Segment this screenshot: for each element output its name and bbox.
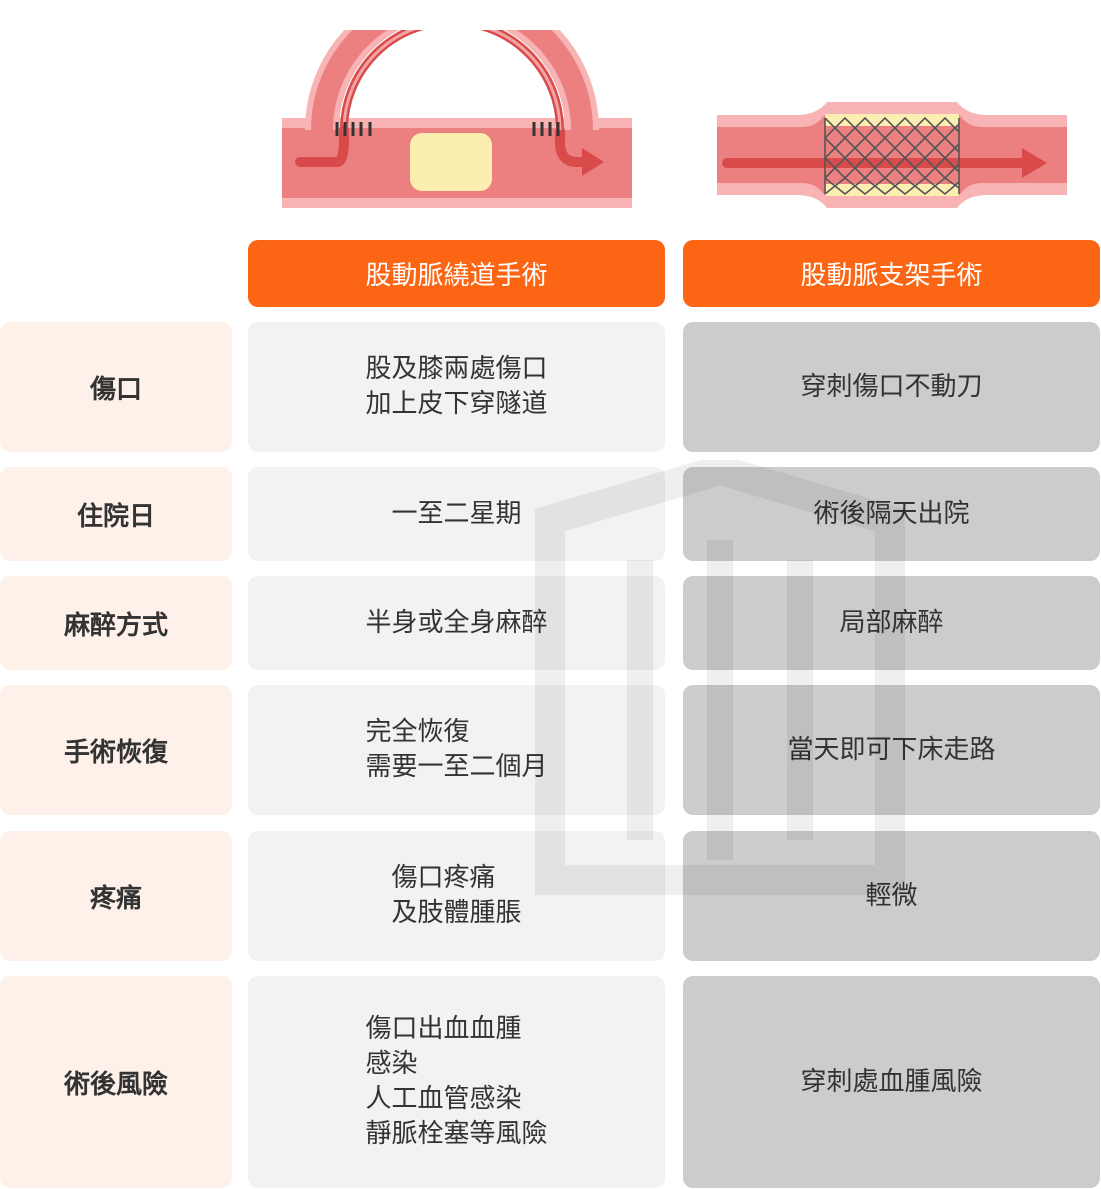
cell-stent: 局部麻醉	[683, 576, 1100, 670]
cell-text-line: 完全恢復	[365, 717, 470, 747]
cell-bypass: 傷口疼痛及肢體腫脹	[248, 831, 665, 961]
cell-bypass: 傷口出血血腫感染人工血管感染靜脈栓塞等風險	[248, 976, 665, 1188]
cell-bypass: 股及膝兩處傷口加上皮下穿隧道	[248, 322, 665, 452]
cell-text-line: 傷口疼痛	[391, 863, 496, 893]
cell-stent: 術後隔天出院	[683, 467, 1100, 561]
cell-text-line: 靜脈栓塞等風險	[365, 1119, 548, 1149]
cell-text-line: 股及膝兩處傷口	[365, 354, 548, 384]
cell-text-line: 輕微	[865, 880, 918, 911]
cell-text-line: 當天即可下床走路	[787, 734, 996, 765]
cell-stent: 穿刺傷口不動刀	[683, 322, 1100, 452]
row-label: 傷口	[0, 322, 232, 452]
row-label: 麻醉方式	[0, 576, 232, 670]
cell-text-line: 半身或全身麻醉	[365, 607, 548, 638]
bypass-illustration	[282, 30, 632, 208]
cell-text-line: 穿刺傷口不動刀	[800, 371, 983, 402]
stent-illustration	[717, 102, 1067, 208]
header-stent: 股動脈支架手術	[683, 240, 1100, 307]
cell-text-line: 穿刺處血腫風險	[800, 1066, 983, 1097]
row-label: 術後風險	[0, 976, 232, 1188]
cell-text-line: 局部麻醉	[839, 607, 944, 638]
cell-text-line: 需要一至二個月	[365, 752, 548, 782]
cell-stent: 當天即可下床走路	[683, 685, 1100, 815]
cell-stent: 輕微	[683, 831, 1100, 961]
cell-text-line: 人工血管感染	[365, 1084, 522, 1114]
cell-bypass: 半身或全身麻醉	[248, 576, 665, 670]
row-label: 手術恢復	[0, 685, 232, 815]
cell-stent: 穿刺處血腫風險	[683, 976, 1100, 1188]
cell-text-line: 傷口出血血腫	[365, 1014, 522, 1044]
cell-bypass: 完全恢復需要一至二個月	[248, 685, 665, 815]
cell-text-line: 感染	[365, 1049, 418, 1079]
row-label: 疼痛	[0, 831, 232, 961]
cell-text-line: 及肢體腫脹	[391, 898, 522, 928]
header-bypass: 股動脈繞道手術	[248, 240, 665, 307]
cell-bypass: 一至二星期	[248, 467, 665, 561]
cell-text-line: 加上皮下穿隧道	[365, 389, 548, 419]
cell-text-line: 術後隔天出院	[813, 498, 970, 529]
cell-text-line: 一至二星期	[391, 498, 522, 529]
row-label: 住院日	[0, 467, 232, 561]
